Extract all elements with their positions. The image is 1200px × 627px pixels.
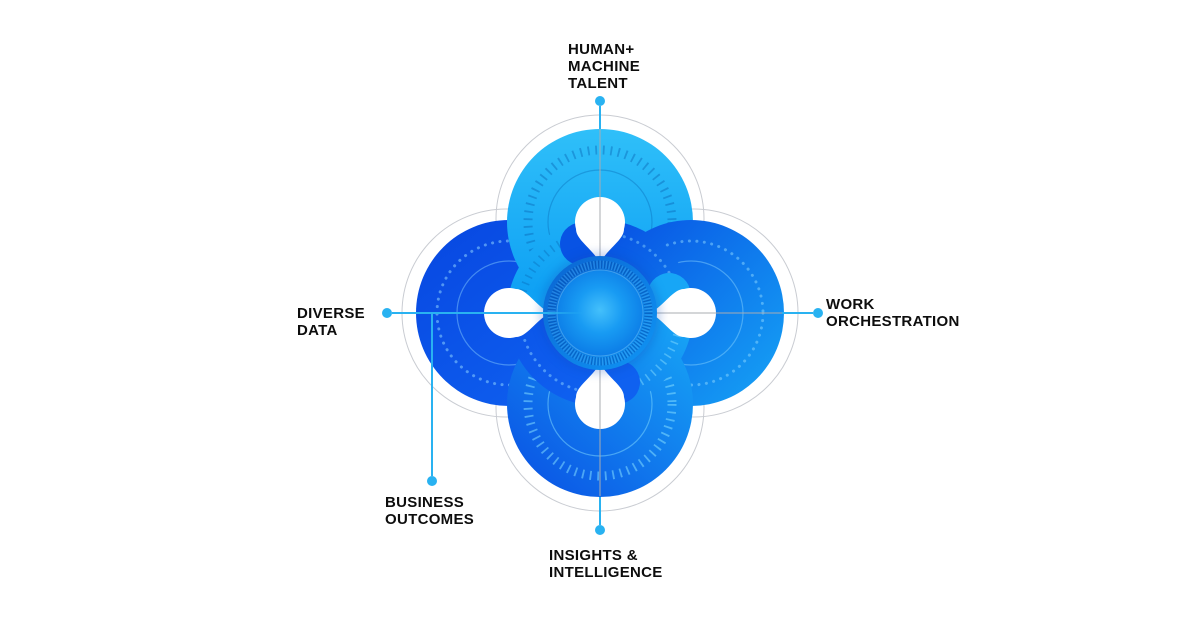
label-insights-intelligence: INSIGHTS & INTELLIGENCE [549,547,663,581]
label-work-orchestration: WORK ORCHESTRATION [826,296,960,330]
connector-top-dot [595,96,605,106]
connector-right-dot [813,308,823,318]
hub-core [557,270,643,356]
hub [540,253,660,373]
connector-left-dot [382,308,392,318]
label-human-machine-talent: HUMAN+ MACHINE TALENT [568,41,641,92]
hub-teeth-highlight [547,260,653,366]
connector-bottom-dot [595,525,605,535]
connector-business-dot [427,476,437,486]
connectors [382,96,823,535]
label-business-outcomes: BUSINESS OUTCOMES [385,494,475,528]
label-diverse-data: DIVERSE DATA [297,305,365,339]
